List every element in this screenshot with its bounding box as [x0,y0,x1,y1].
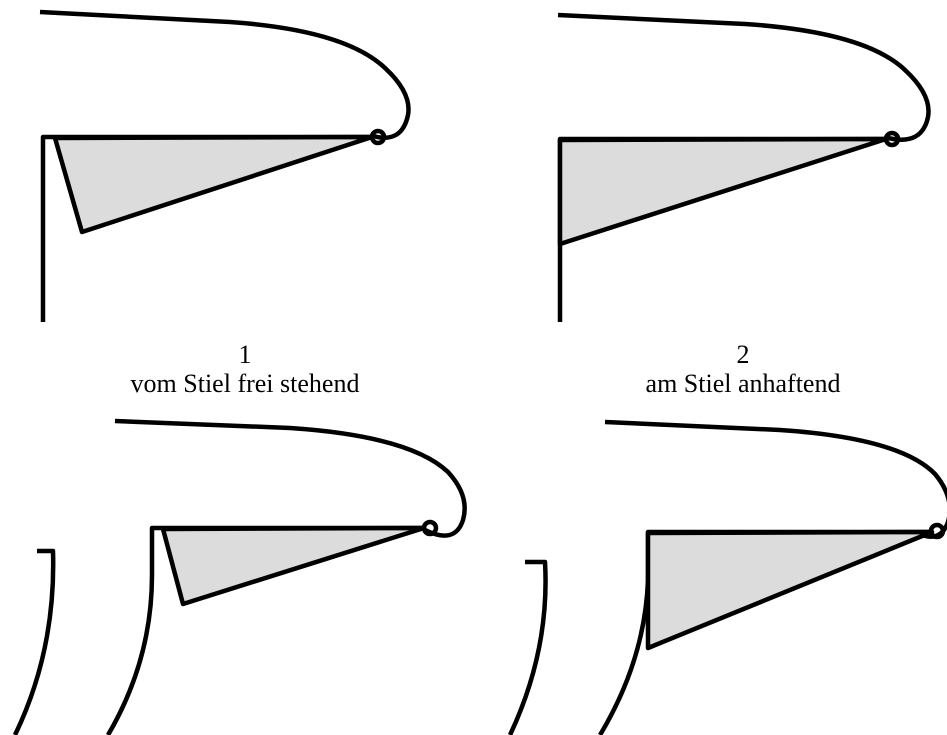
collar-line [507,559,548,735]
cap-outline [604,419,947,539]
panel-caption: vom Stiel frei stehend [131,369,360,398]
gill-free [52,134,375,235]
cap-outline [114,418,467,538]
cap-outline [557,12,931,142]
panel-3 [12,418,467,735]
panel-number: 1 [239,340,252,369]
gill-adnate [645,529,935,651]
cap-outline [39,9,411,140]
panel-2: 2 am Stiel anhaftend [557,12,931,398]
panel-1: 1 vom Stiel frei stehend [39,9,411,398]
stem-line [106,525,424,735]
collar-line [12,548,56,735]
panel-caption: am Stiel anhaftend [646,369,841,398]
gill-free [160,525,427,607]
panel-number: 2 [737,340,750,369]
gill-adnate [557,136,889,247]
panel-4 [507,419,947,735]
